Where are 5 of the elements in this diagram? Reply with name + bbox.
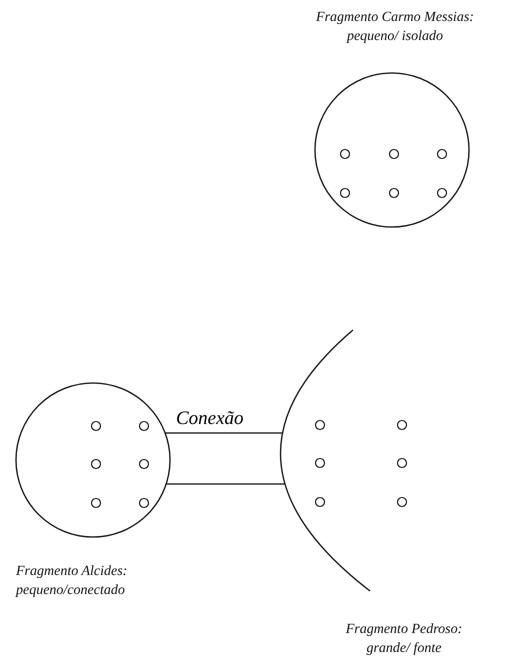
connector-line bbox=[166, 483, 285, 485]
connector-line bbox=[165, 432, 282, 434]
fragment-caption: Fragmento Alcides: pequeno/conectado bbox=[16, 563, 128, 600]
fragment-caption: Fragmento Pedroso: grande/ fonte bbox=[344, 621, 464, 658]
fragment-caption: Fragmento Carmo Messias: pequeno/ isolado bbox=[315, 9, 475, 46]
